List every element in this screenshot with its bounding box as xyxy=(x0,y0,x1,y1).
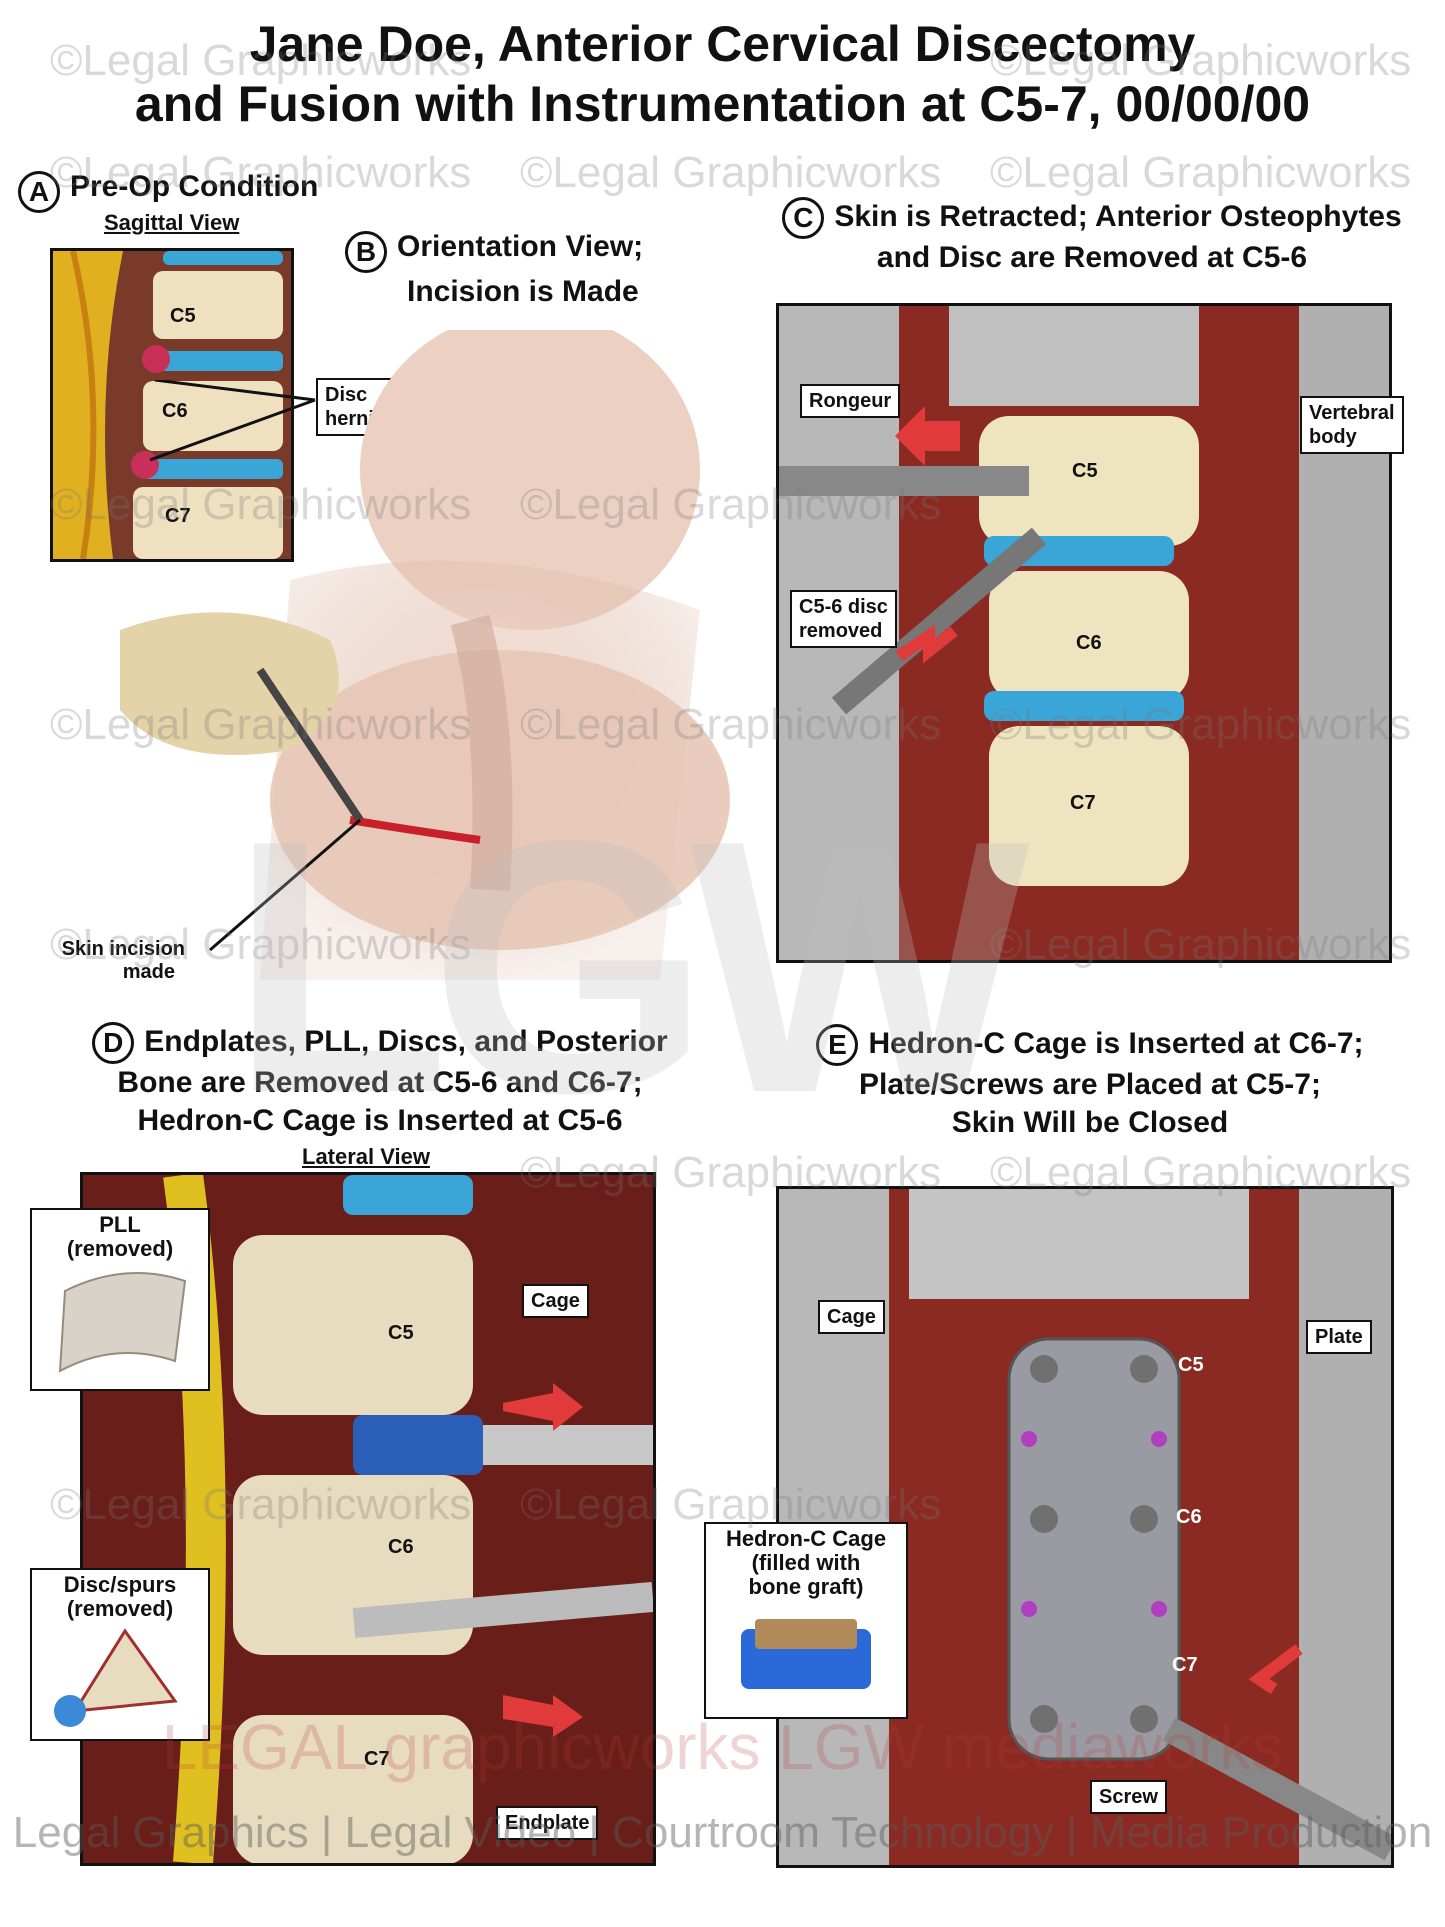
disc-spurs-removed-callout: Disc/spurs (removed) xyxy=(30,1568,210,1741)
callout-line: Disc xyxy=(325,384,368,406)
panel-d-subheading: Lateral View xyxy=(302,1144,430,1169)
panel-e-title-2: Plate/Screws are Placed at C5-7; xyxy=(859,1068,1321,1101)
label-c6: C6 xyxy=(1076,632,1102,654)
callout-line: Skin incision xyxy=(61,938,185,960)
panel-b-title-2: Incision is Made xyxy=(407,274,639,308)
callout-line: Hedron-C Cage xyxy=(725,1526,887,1551)
callout-line: removed xyxy=(799,620,883,642)
callout-line: Disc/spurs xyxy=(63,1572,177,1597)
title-line-1: Jane Doe, Anterior Cervical Discectomy xyxy=(249,16,1196,72)
label-c7: C7 xyxy=(1070,792,1096,814)
callout-line: (removed) xyxy=(66,1596,174,1621)
screw-callout: Screw xyxy=(1090,1780,1167,1814)
panel-a-subheading: Sagittal View xyxy=(104,210,240,235)
panel-a-title: Pre-Op Condition xyxy=(70,170,319,203)
skin-incision-label: Skin incision made xyxy=(55,938,185,984)
callout-line: (removed) xyxy=(66,1236,174,1261)
callout-line: made xyxy=(122,961,175,983)
brand-watermark: LEGAL graphicworks LGW mediaworks xyxy=(161,1711,1284,1783)
label-c7: C7 xyxy=(364,1748,390,1770)
label-c5: C5 xyxy=(1178,1354,1204,1376)
callout-line: bone graft) xyxy=(748,1574,864,1599)
callout-line: body xyxy=(1309,426,1357,448)
panel-a-letter: A xyxy=(18,170,60,213)
panel-a-heading: A Pre-Op Condition xyxy=(18,168,318,213)
sagittal-spine-illustration xyxy=(53,251,291,559)
panel-c-letter: C xyxy=(782,197,825,239)
panel-c-title-2: and Disc are Removed at C5-6 xyxy=(876,241,1308,274)
pll-removed-callout: PLL (removed) xyxy=(30,1208,210,1391)
label-c6: C6 xyxy=(1176,1506,1202,1528)
lgw-large-watermark: LGW xyxy=(230,766,1030,1168)
label-c5: C5 xyxy=(170,305,196,327)
callout-line: Vertebral xyxy=(1309,402,1395,424)
hedron-cage-callout: Hedron-C Cage (filled with bone graft) xyxy=(704,1522,908,1719)
watermark: ©Legal Graphicworks xyxy=(990,148,1412,197)
neck-orientation-illustration xyxy=(120,330,730,980)
panel-e-heading: E Hedron-C Cage is Inserted at C6-7; Plat… xyxy=(780,1024,1400,1142)
disc-removed-callout: C5-6 disc removed xyxy=(790,590,897,648)
pll-ligament-icon xyxy=(58,1272,187,1373)
panel-c-heading: C Skin is Retracted; Anterior Osteophytes… xyxy=(752,197,1432,277)
panel-d-letter: D xyxy=(92,1022,135,1064)
page-title: Jane Doe, Anterior Cervical Discectomy a… xyxy=(0,14,1445,134)
panel-e-title-3: Skin Will be Closed xyxy=(951,1106,1229,1139)
disc-spur-icon xyxy=(54,1628,178,1727)
label-c6: C6 xyxy=(162,400,188,422)
panel-e-title-1: Hedron-C Cage is Inserted at C6-7; xyxy=(868,1026,1364,1060)
panel-b-title-1: Orientation View; xyxy=(397,230,644,263)
label-c6: C6 xyxy=(388,1536,414,1558)
callout-leader-lines xyxy=(150,380,316,462)
watermark: ©Legal Graphicworks xyxy=(520,148,942,197)
panel-d-title-2: Bone are Removed at C5-6 and C6-7; xyxy=(117,1066,643,1099)
label-c7: C7 xyxy=(1172,1654,1198,1676)
label-c5: C5 xyxy=(388,1322,414,1344)
callout-line: PLL xyxy=(99,1212,141,1237)
callout-line: C5-6 disc xyxy=(799,596,888,618)
sagittal-view-image xyxy=(50,248,294,562)
callout-line: (filled with xyxy=(751,1550,861,1575)
panel-d-heading: D Endplates, PLL, Discs, and Posterior Bo… xyxy=(60,1022,700,1140)
label-c5: C5 xyxy=(1072,460,1098,482)
cage-callout: Cage xyxy=(818,1300,885,1334)
panel-b-letter: B xyxy=(345,230,387,273)
panel-d-title-3: Hedron-C Cage is Inserted at C5-6 xyxy=(137,1104,623,1137)
title-line-2: and Fusion with Instrumentation at C5-7,… xyxy=(134,76,1311,132)
hedron-cage-icon xyxy=(741,1619,871,1689)
label-c7: C7 xyxy=(165,505,191,527)
panel-b-heading: B Orientation View; Incision is Made xyxy=(345,228,643,311)
panel-c-title-1: Skin is Retracted; Anterior Osteophytes xyxy=(834,199,1402,233)
panel-d-title-1: Endplates, PLL, Discs, and Posterior xyxy=(144,1024,668,1058)
panel-e-letter: E xyxy=(816,1024,859,1066)
endplate-callout: Endplate xyxy=(496,1806,599,1840)
vertebral-body-callout: Vertebral body xyxy=(1300,396,1404,454)
footer-text: Legal Graphics | Legal Video | Courtroom… xyxy=(12,1808,1433,1857)
rongeur-callout: Rongeur xyxy=(800,384,901,418)
cage-callout: Cage xyxy=(522,1284,589,1318)
plate-callout: Plate xyxy=(1306,1320,1372,1354)
